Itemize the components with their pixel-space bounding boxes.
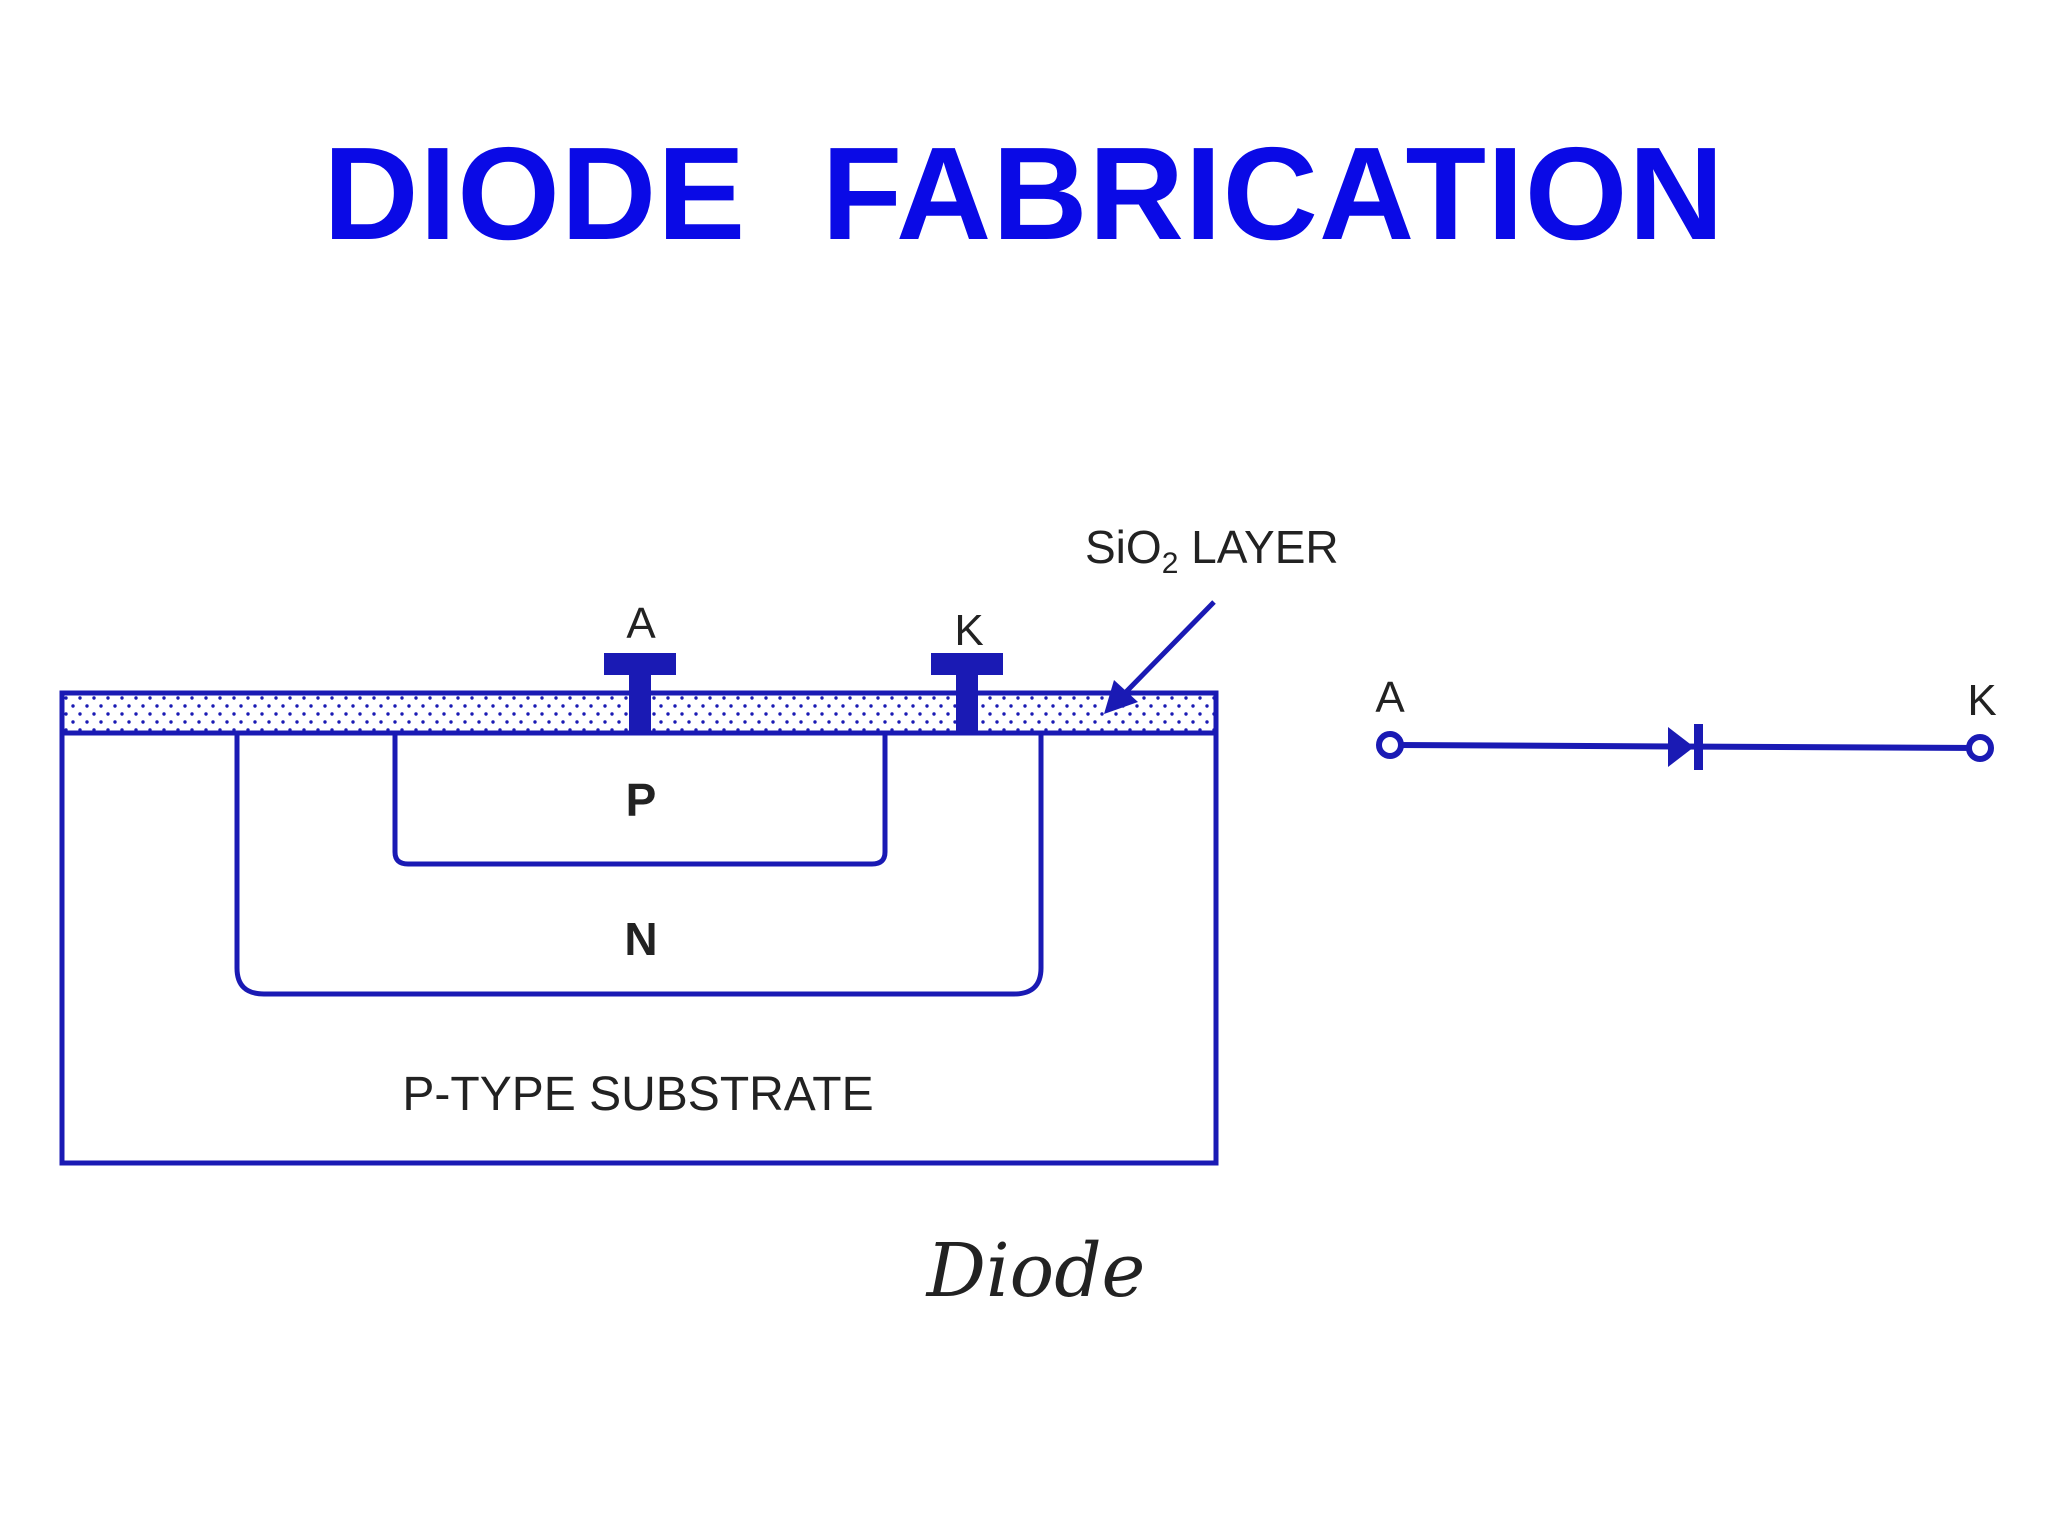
diode-bar <box>1694 724 1703 770</box>
oxide-label-rest: LAYER <box>1178 521 1338 573</box>
symbol-anode-label: A <box>1375 673 1405 722</box>
figure-caption: Diode <box>925 1228 1146 1314</box>
n-well-boundary <box>234 735 1044 997</box>
anode-contact-label: A <box>626 599 656 648</box>
cathode-terminal <box>1966 734 1994 762</box>
page-title: DIODE FABRICATION <box>323 120 1725 267</box>
symbol-cathode-label: K <box>1967 676 1996 725</box>
cathode-contact <box>931 653 1003 735</box>
p-region-boundary <box>392 735 888 867</box>
oxide-layer-label: SiO2 LAYER <box>1085 521 1339 580</box>
anode-terminal <box>1376 731 1404 759</box>
oxide-label-main: SiO <box>1085 521 1162 573</box>
cross-section: A K SiO2 LAYER P N P-TYPE SUBSTRATE <box>59 521 1339 1166</box>
diode-symbol: A K <box>1375 673 1997 770</box>
p-region-label: P <box>626 774 657 826</box>
oxide-pointer-arrow <box>1104 600 1216 714</box>
substrate-label: P-TYPE SUBSTRATE <box>402 1068 873 1121</box>
oxide-label-subscript: 2 <box>1162 547 1179 580</box>
anode-contact <box>604 653 676 735</box>
cathode-contact-label: K <box>954 606 983 655</box>
diode-triangle <box>1668 727 1694 767</box>
n-region-label: N <box>624 913 657 965</box>
